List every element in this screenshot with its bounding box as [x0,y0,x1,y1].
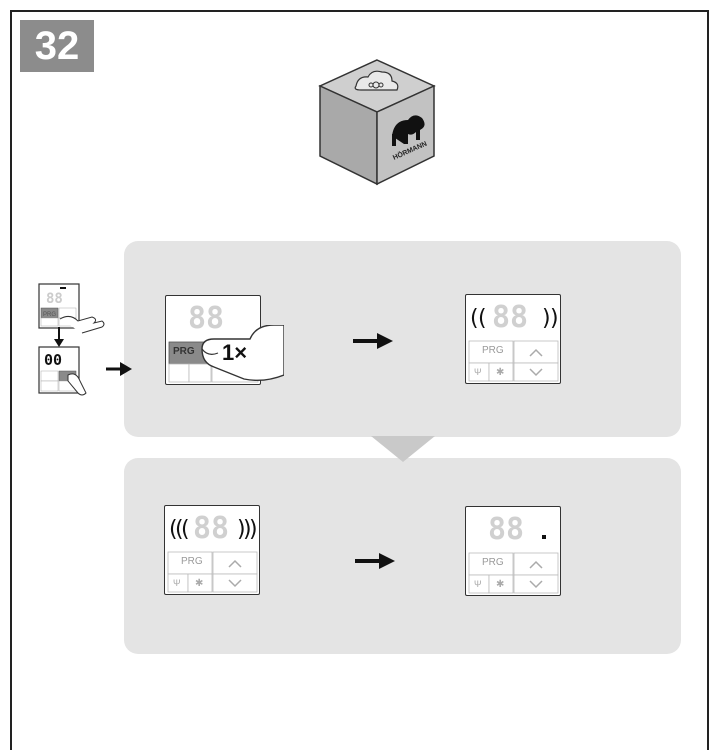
svg-text:Ψ: Ψ [474,579,482,589]
svg-text:88: 88 [488,512,524,547]
svg-text:✱: ✱ [496,367,504,378]
svg-text:Ψ: Ψ [474,367,482,377]
svg-text:(: ( [175,517,184,542]
svg-text:88: 88 [193,511,229,546]
svg-text:): ) [237,517,246,542]
inset-prg-label: PRG [43,312,56,318]
control-panel-blinking: ( ( 88 ) ) ✱ Ψ [465,294,561,384]
svg-text:(: ( [181,517,190,542]
sequence-arrow-icon [355,553,395,569]
svg-text:88: 88 [188,301,224,336]
svg-text:): ) [249,517,258,542]
gateway-cube-icon: HÖRMANN [318,59,436,186]
finger-press-icon: 1× [201,325,284,382]
panel-connector-arrow [371,436,435,462]
svg-text:(: ( [169,517,178,542]
svg-text:✱: ✱ [195,578,203,589]
illustration-frame [10,10,709,750]
svg-text:(: ( [470,306,479,331]
svg-text:): ) [550,306,559,331]
svg-text:Ψ: Ψ [173,578,181,588]
svg-text:88: 88 [492,300,528,335]
svg-text:): ) [243,517,252,542]
svg-text:): ) [542,306,551,331]
control-panel-blinking-wide: ( ( ( 88 ) ) ) ✱ Ψ [164,505,260,595]
prg-button-label: PRG [482,557,504,568]
step-number-badge: 32 [20,20,94,72]
inset-bottom-display: 00 [44,351,62,369]
control-panel-confirmed: 88 ✱ Ψ [465,506,561,596]
inset-top-display: 88 [46,291,63,307]
svg-text:(: ( [478,306,487,331]
press-count-label: 1× [222,340,247,365]
inset-arrow-icon [106,362,132,376]
prg-button-pressed-label: PRG [173,346,195,357]
svg-text:✱: ✱ [496,579,504,590]
prg-button-label: PRG [181,556,203,567]
inset-hint: 88 PRG 00 [38,283,105,396]
sequence-arrow-icon [353,333,393,349]
prg-button-label: PRG [482,345,504,356]
